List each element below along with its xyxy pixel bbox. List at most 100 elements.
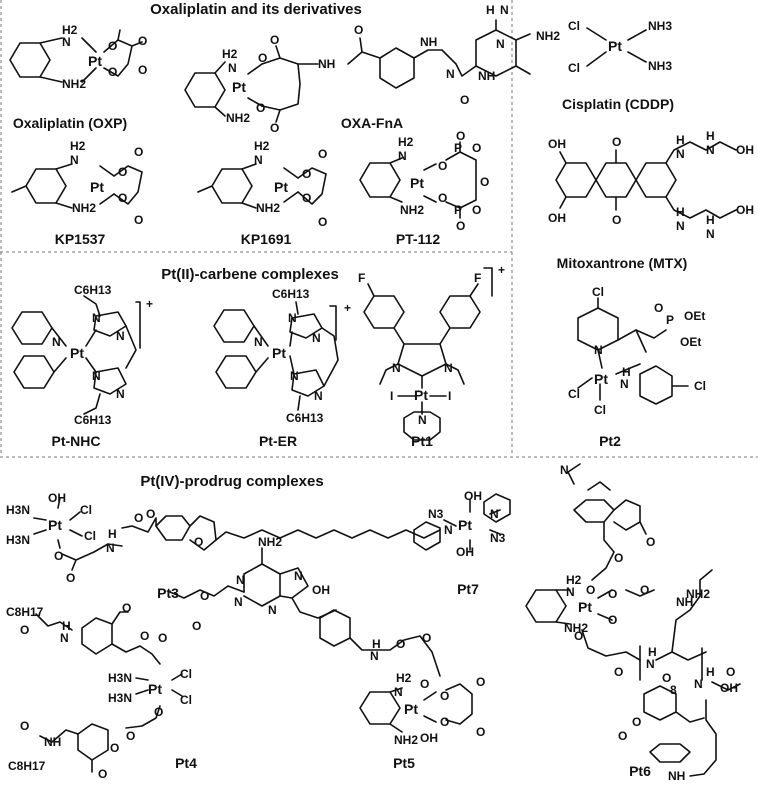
svg-text:N: N xyxy=(676,147,685,161)
svg-text:NH2: NH2 xyxy=(394,733,418,747)
svg-text:N: N xyxy=(694,677,703,691)
svg-text:O: O xyxy=(134,145,143,159)
svg-text:N: N xyxy=(706,143,715,157)
label-pt7: Pt7 xyxy=(457,581,479,597)
svg-text:O: O xyxy=(108,65,117,79)
svg-text:Cl: Cl xyxy=(592,285,604,299)
svg-text:OEt: OEt xyxy=(680,335,701,349)
structure-pt7: N3 OH Pt N N3 N OH xyxy=(413,489,511,559)
svg-text:P: P xyxy=(454,141,462,155)
svg-text:F: F xyxy=(474,271,481,285)
structure-pt112: H2 N NH2 Pt O O P P O O O O O xyxy=(359,129,489,233)
svg-text:OH: OH xyxy=(420,731,438,745)
svg-text:+: + xyxy=(146,297,153,311)
svg-text:O: O xyxy=(302,167,311,181)
svg-text:H: H xyxy=(648,645,657,659)
svg-text:NH2: NH2 xyxy=(62,77,86,91)
svg-text:H: H xyxy=(62,619,71,633)
svg-text:NH: NH xyxy=(44,735,61,749)
svg-text:Cl: Cl xyxy=(180,667,192,681)
label-kp1537: KP1537 xyxy=(55,231,106,247)
svg-text:O: O xyxy=(158,631,167,645)
svg-text:NH2: NH2 xyxy=(536,29,560,43)
svg-text:N: N xyxy=(370,649,379,663)
svg-text:O: O xyxy=(318,215,327,229)
structure-oxaliplatin: H2 N NH2 Pt O O O O xyxy=(9,23,147,91)
structure-pt-nhc: N Pt N N N N C6H13 C6H13 + xyxy=(11,283,153,427)
svg-text:OH: OH xyxy=(736,203,754,217)
svg-text:N: N xyxy=(116,387,125,401)
svg-text:O: O xyxy=(480,175,489,189)
structure-pt1: F F N N I Pt I N + xyxy=(358,263,505,441)
svg-text:H3N: H3N xyxy=(108,691,132,705)
svg-text:Pt: Pt xyxy=(274,179,288,195)
structure-kp1691: H2 N NH2 Pt O O O O xyxy=(197,139,327,229)
svg-text:N: N xyxy=(294,569,303,583)
svg-text:N: N xyxy=(490,507,499,521)
label-kp1691: KP1691 xyxy=(241,231,292,247)
svg-text:NH2: NH2 xyxy=(564,621,588,635)
svg-text:N: N xyxy=(312,331,321,345)
svg-text:N: N xyxy=(92,311,101,325)
svg-text:OH: OH xyxy=(548,211,566,225)
svg-text:H3N: H3N xyxy=(6,503,30,517)
svg-text:O: O xyxy=(146,507,155,521)
svg-text:H3N: H3N xyxy=(6,533,30,547)
label-oxaliplatin: Oxaliplatin (OXP) xyxy=(13,115,127,131)
svg-text:Pt: Pt xyxy=(232,79,246,95)
svg-text:Cl: Cl xyxy=(180,693,192,707)
svg-text:N: N xyxy=(268,603,277,617)
structure-mitoxantrone: OH OH O O H N H N H N H N OH OH xyxy=(548,129,754,241)
svg-text:N: N xyxy=(290,369,299,383)
svg-text:N: N xyxy=(444,361,453,375)
svg-text:P: P xyxy=(666,313,674,327)
svg-text:OH: OH xyxy=(456,545,474,559)
svg-text:O: O xyxy=(108,39,117,53)
svg-text:O: O xyxy=(440,715,449,729)
label-pt-nhc: Pt-NHC xyxy=(52,433,101,449)
svg-text:N: N xyxy=(398,149,407,163)
svg-text:N: N xyxy=(236,573,245,587)
svg-text:N: N xyxy=(646,657,655,671)
svg-text:H3N: H3N xyxy=(108,671,132,685)
svg-text:H2: H2 xyxy=(398,135,414,149)
svg-text:Pt: Pt xyxy=(404,701,418,717)
svg-text:O: O xyxy=(472,141,481,155)
svg-text:N: N xyxy=(62,35,71,49)
svg-text:H2: H2 xyxy=(396,671,412,685)
svg-text:H2: H2 xyxy=(70,139,86,153)
svg-text:N: N xyxy=(418,413,427,427)
section-title-prodrug: Pt(IV)-prodrug complexes xyxy=(140,473,323,490)
svg-text:NH: NH xyxy=(478,69,495,83)
svg-text:O: O xyxy=(396,637,405,651)
svg-text:Pt: Pt xyxy=(414,387,428,403)
label-pt5: Pt5 xyxy=(393,755,415,771)
svg-text:H2: H2 xyxy=(566,573,582,587)
svg-text:O: O xyxy=(654,301,663,315)
svg-text:OH: OH xyxy=(312,583,330,597)
svg-text:N: N xyxy=(288,311,297,325)
svg-text:Pt: Pt xyxy=(90,179,104,195)
svg-text:O: O xyxy=(110,741,119,755)
svg-text:OH: OH xyxy=(720,681,738,695)
svg-text:N: N xyxy=(594,343,603,357)
svg-text:N: N xyxy=(444,523,453,537)
svg-text:N: N xyxy=(314,389,323,403)
svg-text:O: O xyxy=(138,34,147,48)
svg-text:O: O xyxy=(472,203,481,217)
svg-text:N: N xyxy=(496,37,505,51)
svg-text:H2: H2 xyxy=(254,139,270,153)
svg-text:O: O xyxy=(612,135,621,149)
structure-pt-er: N Pt N N N N C6H13 C6H13 + xyxy=(213,287,351,425)
svg-text:H2: H2 xyxy=(62,23,78,37)
svg-text:N: N xyxy=(60,631,69,645)
svg-text:NH2: NH2 xyxy=(256,201,280,215)
svg-text:Cl: Cl xyxy=(80,503,92,517)
svg-text:O: O xyxy=(138,63,147,77)
label-pt4: Pt4 xyxy=(175,755,197,771)
svg-text:F: F xyxy=(358,271,365,285)
structure-oxa-fna: H2 N Pt NH2 O O O O NH O NH H N N NH2 N … xyxy=(184,3,560,135)
svg-text:O: O xyxy=(456,129,465,143)
svg-text:O: O xyxy=(456,219,465,233)
